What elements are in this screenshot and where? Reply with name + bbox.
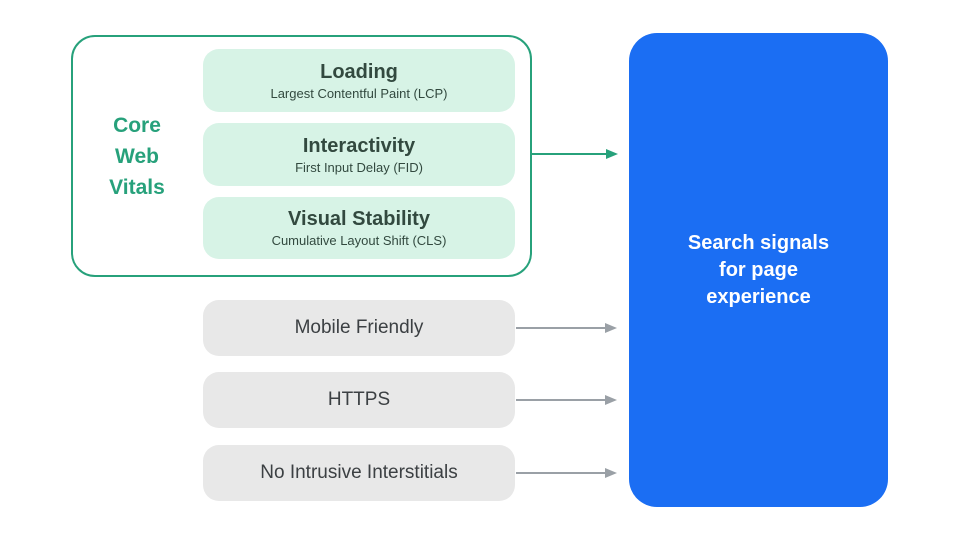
signal-mobile-friendly: Mobile Friendly bbox=[203, 300, 515, 356]
arrow-head-icon bbox=[605, 395, 617, 405]
arrow-shaft bbox=[531, 153, 606, 155]
arrow-icon-mobile-friendly bbox=[516, 322, 617, 334]
signal-https: HTTPS bbox=[203, 372, 515, 428]
arrow-icon-https bbox=[516, 394, 617, 406]
arrow-icon-core-web-vitals bbox=[531, 148, 618, 160]
arrow-icon-no-intrusive-interstitials bbox=[516, 467, 617, 479]
signal-visual-stability-title: Visual Stability bbox=[288, 208, 430, 230]
arrow-head-icon bbox=[605, 468, 617, 478]
core-web-vitals-label: Core Web Vitals bbox=[109, 113, 165, 199]
arrow-head-icon bbox=[606, 149, 618, 159]
signal-visual-stability: Visual Stability Cumulative Layout Shift… bbox=[203, 197, 515, 259]
signal-loading-subtitle: Largest Contentful Paint (LCP) bbox=[270, 85, 448, 101]
arrow-shaft bbox=[516, 399, 605, 401]
arrow-shaft bbox=[516, 327, 605, 329]
search-signals-result-panel: Search signals for page experience bbox=[629, 33, 888, 507]
signal-interactivity-title: Interactivity bbox=[302, 134, 416, 157]
signal-no-intrusive-interstitials: No Intrusive Interstitials bbox=[203, 445, 515, 501]
signal-loading: Loading Largest Contentful Paint (LCP) bbox=[203, 49, 515, 112]
arrow-shaft bbox=[516, 472, 605, 474]
signal-interactivity: Interactivity First Input Delay (FID) bbox=[203, 123, 515, 186]
arrow-head-icon bbox=[605, 323, 617, 333]
signal-visual-stability-subtitle: Cumulative Layout Shift (CLS) bbox=[271, 233, 447, 248]
signal-loading-title: Loading bbox=[320, 60, 398, 83]
signal-interactivity-subtitle: First Input Delay (FID) bbox=[295, 159, 423, 175]
